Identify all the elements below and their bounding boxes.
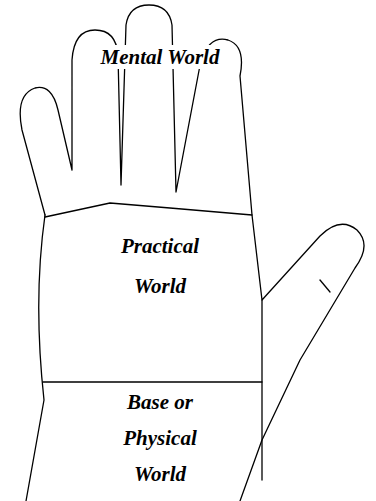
label-patch: Base or Physical World — [123, 390, 197, 486]
palm-vertical-line — [261, 300, 262, 480]
region-label: Mental World — [101, 44, 220, 70]
region-divider — [43, 381, 262, 382]
hand-outline — [26, 215, 45, 501]
label-patch: Mental World — [101, 45, 220, 69]
thumb-crease — [320, 280, 330, 292]
region-label: Base or Physical World — [105, 384, 215, 492]
hand-outline — [20, 5, 364, 501]
label-patch: Practical World — [121, 234, 199, 298]
finger-base-line — [45, 203, 252, 217]
region-label: Practical World — [110, 226, 210, 306]
